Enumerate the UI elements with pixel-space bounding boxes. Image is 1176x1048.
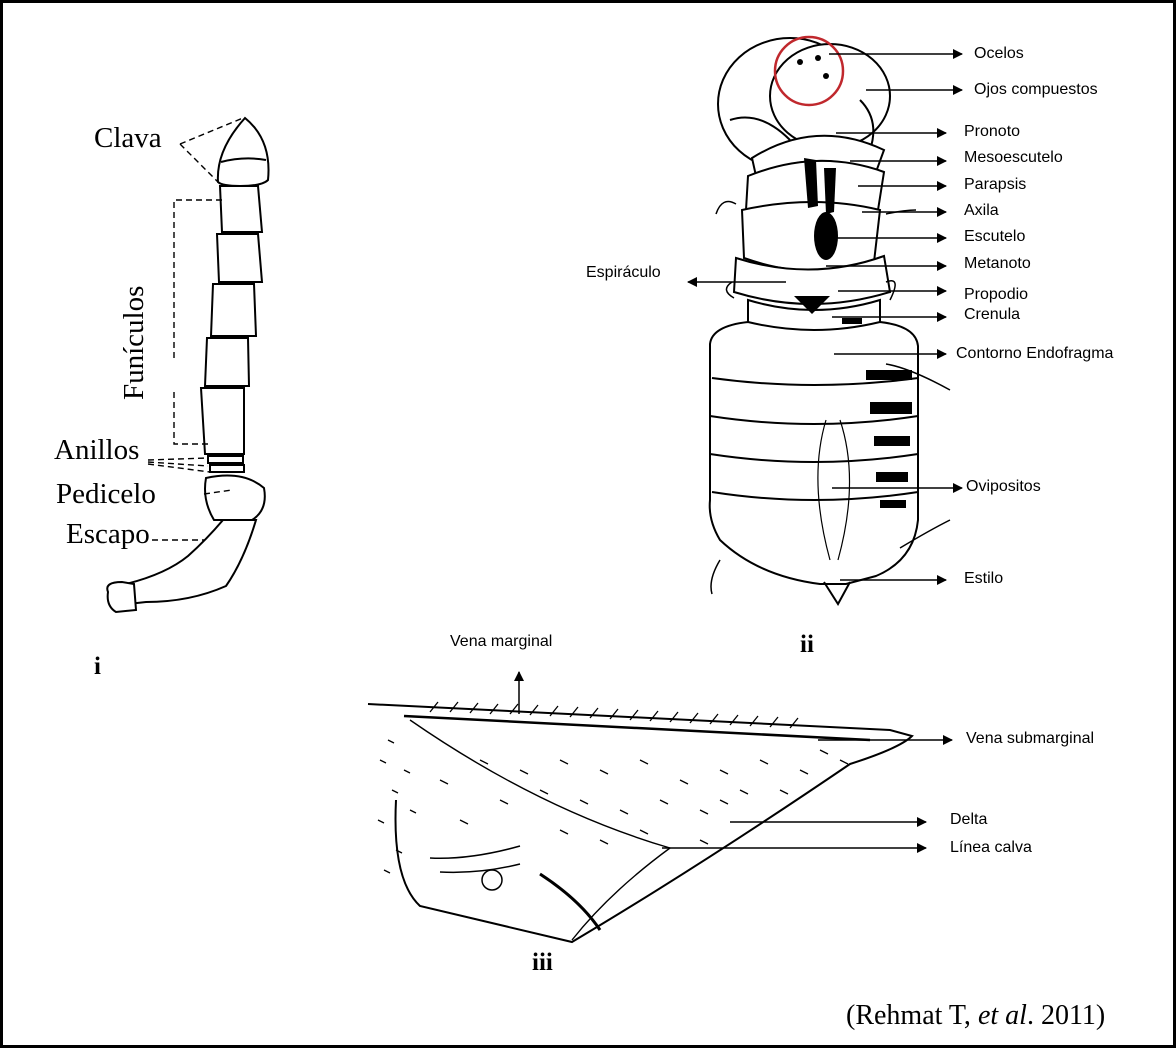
label-parapsis: Parapsis — [964, 177, 1026, 193]
insect-body-drawing — [710, 38, 950, 604]
panel-label-i: i — [94, 654, 101, 679]
label-contorno-endofragma: Contorno Endofragma — [956, 346, 1113, 362]
label-vena-marginal: Vena marginal — [450, 634, 552, 650]
label-estilo: Estilo — [964, 571, 1003, 587]
label-funiculos: Funículos — [114, 264, 154, 404]
label-delta: Delta — [950, 812, 987, 828]
citation-suffix: . 2011) — [1027, 1000, 1105, 1031]
label-crenula: Crenula — [964, 307, 1020, 323]
citation-prefix: (Rehmat T, — [846, 1000, 978, 1031]
label-clava: Clava — [94, 124, 162, 153]
label-anillos: Anillos — [54, 436, 139, 465]
label-ojos-compuestos: Ojos compuestos — [974, 82, 1098, 98]
label-axila: Axila — [964, 203, 999, 219]
label-linea-calva: Línea calva — [950, 840, 1032, 856]
citation-etal: et al — [978, 1000, 1027, 1031]
label-ocelos: Ocelos — [974, 46, 1024, 62]
label-vena-submarginal: Vena submarginal — [966, 731, 1094, 747]
label-escapo: Escapo — [66, 520, 150, 549]
label-pedicelo: Pedicelo — [56, 480, 156, 509]
label-escutelo: Escutelo — [964, 229, 1025, 245]
label-metanoto: Metanoto — [964, 256, 1031, 272]
panel-label-ii: ii — [800, 632, 814, 657]
label-pronoto: Pronoto — [964, 124, 1020, 140]
label-ovipositos: Ovipositos — [966, 479, 1041, 495]
label-mesoescutelo: Mesoescutelo — [964, 150, 1063, 166]
label-espiraculo: Espiráculo — [586, 265, 661, 281]
source-citation: (Rehmat T, et al. 2011) — [846, 1000, 1105, 1032]
label-propodio: Propodio — [964, 287, 1028, 303]
panel-label-iii: iii — [532, 950, 553, 975]
label-funiculos-text: Funículos — [118, 286, 151, 400]
wing-label-arrows — [519, 672, 952, 848]
